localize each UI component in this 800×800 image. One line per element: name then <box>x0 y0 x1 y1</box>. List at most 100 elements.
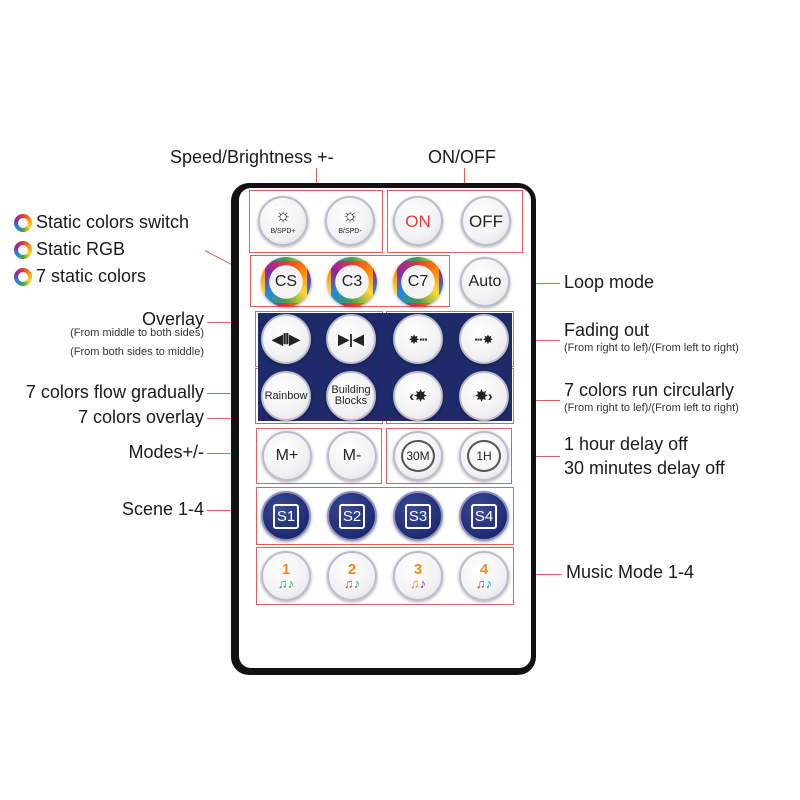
fade-left-icon: ✸┅ <box>408 331 428 347</box>
off-button[interactable]: OFF <box>461 196 511 246</box>
group-modes <box>256 428 382 484</box>
label-seven-static-colors: 7 static colors <box>14 267 146 287</box>
overlay-sides-in-button[interactable]: ▶|◀ <box>326 314 376 364</box>
brightness-down-button[interactable]: ☼ B/SPD- <box>325 196 375 246</box>
scene-1-label: S1 <box>272 503 300 529</box>
c3-label: C3 <box>341 273 363 290</box>
group-scene <box>256 487 514 545</box>
group-static <box>250 255 450 307</box>
fade-right-to-left-button[interactable]: ✸┅ <box>393 314 443 364</box>
leader-fading <box>514 340 560 341</box>
music-note-icon: ♫♪ <box>343 575 361 591</box>
timer-30m-button[interactable]: 30M <box>393 431 443 481</box>
label-loop-mode: Loop mode <box>564 272 655 292</box>
rainbow-label: Rainbow <box>264 389 308 402</box>
brightness-up-button[interactable]: ☼ B/SPD+ <box>258 196 308 246</box>
label-fading-out: Fading out <box>564 320 650 340</box>
label-modes: Modes+/- <box>128 442 204 462</box>
scene-2-label: S2 <box>338 503 366 529</box>
cs-button[interactable]: CS <box>261 257 311 307</box>
label-fading-out-sub: (From right to lef)/(From left to right) <box>564 342 739 354</box>
circular-right-button[interactable]: ✸› <box>459 371 509 421</box>
arrows-inward-icon: ▶|◀ <box>338 331 364 347</box>
label-run-circularly-sub: (From right to lef)/(From left to right) <box>564 402 739 414</box>
music-3-button[interactable]: 3♫♪ <box>393 551 443 601</box>
group-onoff <box>387 190 523 253</box>
music-3-label: 3 <box>413 560 423 578</box>
label-run-circularly: 7 colors run circularly <box>564 380 735 400</box>
scene-3-label: S3 <box>404 503 432 529</box>
scene-3-button[interactable]: S3 <box>393 491 443 541</box>
sun-plus-icon: ☼ <box>274 204 292 225</box>
label-overlay: Overlay <box>141 309 204 329</box>
music-4-label: 4 <box>479 560 489 578</box>
leader-speed <box>316 168 317 190</box>
c7-label: C7 <box>407 273 429 290</box>
label-delay-1h: 1 hour delay off <box>564 434 688 454</box>
building-blocks-button[interactable]: Building Blocks <box>326 371 376 421</box>
group-speed <box>249 190 383 253</box>
scene-4-label: S4 <box>470 503 498 529</box>
circular-left-button[interactable]: ‹✸ <box>393 371 443 421</box>
fade-right-icon: ┅✸ <box>474 331 494 347</box>
label-music: Music Mode 1-4 <box>566 562 695 582</box>
leader-music <box>514 574 562 575</box>
mode-plus-label: M+ <box>275 447 299 464</box>
music-2-button[interactable]: 2♫♪ <box>327 551 377 601</box>
blocks-label: Blocks <box>334 395 368 407</box>
leader-delay <box>514 456 560 457</box>
mode-minus-button[interactable]: M- <box>327 431 377 481</box>
mode-plus-button[interactable]: M+ <box>262 431 312 481</box>
rainbow-button[interactable]: Rainbow <box>261 371 311 421</box>
music-2-label: 2 <box>347 560 357 578</box>
auto-label: Auto <box>468 273 502 290</box>
scene-1-button[interactable]: S1 <box>261 491 311 541</box>
fade-left-to-right-button[interactable]: ┅✸ <box>459 314 509 364</box>
circular-left-icon: ‹✸ <box>409 387 427 405</box>
label-overlay-sub2: (From both sides to middle) <box>70 346 204 358</box>
c3-legend-icon <box>14 241 32 260</box>
label-scene: Scene 1-4 <box>121 499 204 519</box>
overlay-middle-out-button[interactable]: ◀⦀▶ <box>261 314 311 364</box>
music-4-button[interactable]: 4♫♪ <box>459 551 509 601</box>
label-colors-overlay: 7 colors overlay <box>77 407 204 427</box>
leader-onoff <box>464 168 465 190</box>
group-music <box>256 547 514 605</box>
on-label: ON <box>405 211 431 231</box>
c7-legend-icon <box>14 268 32 287</box>
c7-button[interactable]: C7 <box>393 257 443 307</box>
scene-4-button[interactable]: S4 <box>459 491 509 541</box>
mode-minus-label: M- <box>342 447 362 464</box>
label-colors-flow: 7 colors flow gradually <box>25 382 204 402</box>
cs-legend-icon <box>14 214 32 233</box>
off-label: OFF <box>469 211 503 231</box>
auto-button[interactable]: Auto <box>460 257 510 307</box>
music-note-icon: ♫♪ <box>409 575 427 591</box>
on-button[interactable]: ON <box>393 196 443 246</box>
music-1-button[interactable]: 1♫♪ <box>261 551 311 601</box>
label-delay-30m: 30 minutes delay off <box>564 458 725 478</box>
c3-button[interactable]: C3 <box>327 257 377 307</box>
sun-minus-icon: ☼ <box>341 204 359 225</box>
brightness-down-label: B/SPD- <box>338 227 362 235</box>
label-static-colors-switch: Static colors switch <box>14 213 189 233</box>
brightness-up-label: B/SPD+ <box>270 227 296 235</box>
music-note-icon: ♫♪ <box>475 575 493 591</box>
music-note-icon: ♫♪ <box>277 575 295 591</box>
cs-label: CS <box>274 273 298 290</box>
label-on-off: ON/OFF <box>428 147 496 167</box>
timer-1h-label: 1H <box>467 440 501 472</box>
arrows-outward-icon: ◀⦀▶ <box>272 331 300 347</box>
circular-right-icon: ✸› <box>475 387 493 405</box>
timer-30m-label: 30M <box>401 440 435 472</box>
leader-circular <box>514 400 560 401</box>
building-label: Building <box>331 384 371 396</box>
label-speed-brightness: Speed/Brightness +- <box>170 147 334 167</box>
leader-loop <box>512 283 560 284</box>
music-1-label: 1 <box>281 560 291 578</box>
scene-2-button[interactable]: S2 <box>327 491 377 541</box>
label-overlay-sub1: (From middle to both sides) <box>70 327 204 339</box>
group-delay <box>386 428 512 484</box>
timer-1h-button[interactable]: 1H <box>459 431 509 481</box>
label-static-rgb: Static RGB <box>14 240 125 260</box>
